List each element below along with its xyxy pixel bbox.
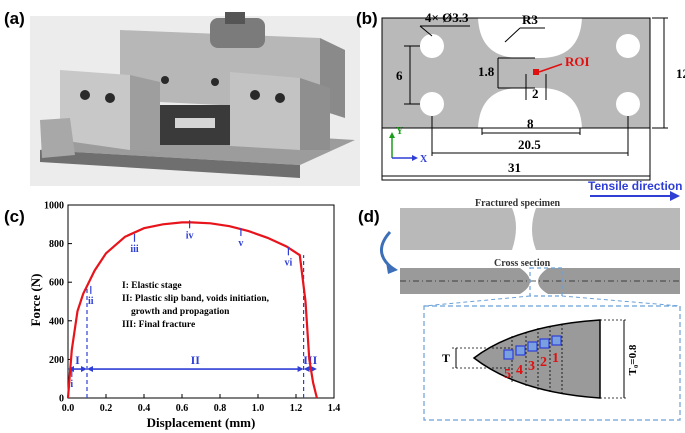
- dim-holes: 4× Ø3.3: [425, 10, 469, 25]
- stage-arrowhead: [87, 366, 93, 373]
- thickness-t0-label: T₀=0.8: [627, 344, 639, 375]
- point-label: 1: [552, 351, 559, 366]
- x-tick-label: 0.0: [62, 403, 75, 414]
- tensile-direction-label: Tensile direction: [588, 179, 682, 193]
- panel-d-label: (d): [358, 207, 380, 226]
- x-tick-label: 1.0: [252, 403, 265, 414]
- x-tick-label: 0.2: [100, 403, 113, 414]
- marker-label: ii: [88, 296, 94, 307]
- stage-arrowhead: [81, 366, 87, 373]
- y-tick-label: 200: [49, 355, 64, 366]
- stage-arrowhead: [297, 366, 304, 373]
- y-tick-label: 0: [59, 394, 64, 405]
- panel-a-label: (a): [4, 9, 25, 28]
- roi-square: [539, 338, 550, 349]
- force-curve: [66, 221, 318, 399]
- hole: [616, 92, 640, 116]
- cross-section-label: Cross section: [494, 258, 551, 269]
- marker-label: vi: [285, 257, 293, 268]
- y-tick-label: 800: [49, 239, 64, 250]
- panel-b-label: (b): [356, 9, 378, 28]
- thickness-t-label: T: [442, 351, 450, 365]
- panel-c-label: (c): [4, 207, 25, 226]
- dim-2: 2: [532, 86, 539, 101]
- cross-section-strip: [400, 267, 680, 297]
- plot-frame: [67, 204, 335, 399]
- dim-radius: R3: [522, 12, 538, 27]
- stage-arrowhead: [303, 366, 310, 373]
- panel-a-photo: [30, 12, 360, 186]
- roi-square: [503, 349, 514, 360]
- y-tick-label: 1000: [44, 201, 64, 212]
- marker-label: v: [238, 238, 243, 249]
- legend-line-1: I: Elastic stage: [122, 281, 182, 291]
- point-label: 4: [516, 363, 523, 378]
- dim-12: 12: [676, 66, 685, 81]
- x-tick-label: 0.4: [138, 403, 151, 414]
- dim-20-5: 20.5: [518, 137, 541, 152]
- stage-legend: I: Elastic stage II: Plastic slip band, …: [122, 281, 270, 330]
- zoom-lines: [423, 295, 681, 307]
- hole: [616, 34, 640, 58]
- y-axis-title: Force (N): [28, 274, 43, 327]
- point-label: 3: [528, 359, 535, 374]
- stage-label: II: [191, 353, 201, 367]
- axis-x-label: X: [420, 154, 428, 165]
- legend-line-2: II: Plastic slip band, voids initiation,: [122, 294, 270, 304]
- tensile-arrowhead: [670, 191, 680, 201]
- x-tick-label: 1.4: [328, 403, 341, 414]
- x-tick-label: 1.2: [290, 403, 303, 414]
- marker-label: iii: [130, 244, 139, 255]
- roi-square: [527, 341, 538, 352]
- marker-label: i: [70, 379, 73, 390]
- marker-label: iv: [186, 230, 194, 241]
- roi-label: ROI: [565, 54, 590, 69]
- zoomed-fracture-tip: [452, 319, 628, 399]
- stage-label: I: [75, 353, 80, 367]
- stage-arrowhead: [310, 366, 317, 373]
- y-tick-label: 600: [49, 278, 64, 289]
- point-label: 5: [504, 367, 511, 382]
- axis-y-label: Y: [396, 126, 404, 137]
- dim-8: 8: [527, 116, 534, 131]
- fractured-specimen: [400, 208, 680, 250]
- legend-line-3: growth and propagation: [131, 307, 230, 317]
- specimen-drawing: [381, 17, 668, 181]
- dim-6: 6: [396, 68, 403, 83]
- hole: [420, 34, 444, 58]
- dim-31: 31: [508, 160, 521, 175]
- x-tick-label: 0.8: [214, 403, 227, 414]
- x-tick-label: 0.6: [176, 403, 189, 414]
- dim-1-8: 1.8: [478, 64, 495, 79]
- roi-square: [515, 345, 526, 356]
- hole: [420, 92, 444, 116]
- roi-marker: [533, 69, 539, 75]
- legend-line-4: III: Final fracture: [122, 320, 195, 330]
- force-displacement-chart: 0.0 0.2 0.4 0.6 0.8 1.0 1.2 1.4 0 200 400 600 800 100…: [44, 201, 340, 415]
- roi-square: [551, 335, 562, 346]
- y-tick-label: 400: [49, 316, 64, 327]
- curved-arrowhead: [386, 262, 398, 274]
- x-axis-title: Displacement (mm): [147, 415, 256, 430]
- point-label: 2: [540, 355, 547, 370]
- fractured-specimen-label: Fractured specimen: [475, 198, 561, 209]
